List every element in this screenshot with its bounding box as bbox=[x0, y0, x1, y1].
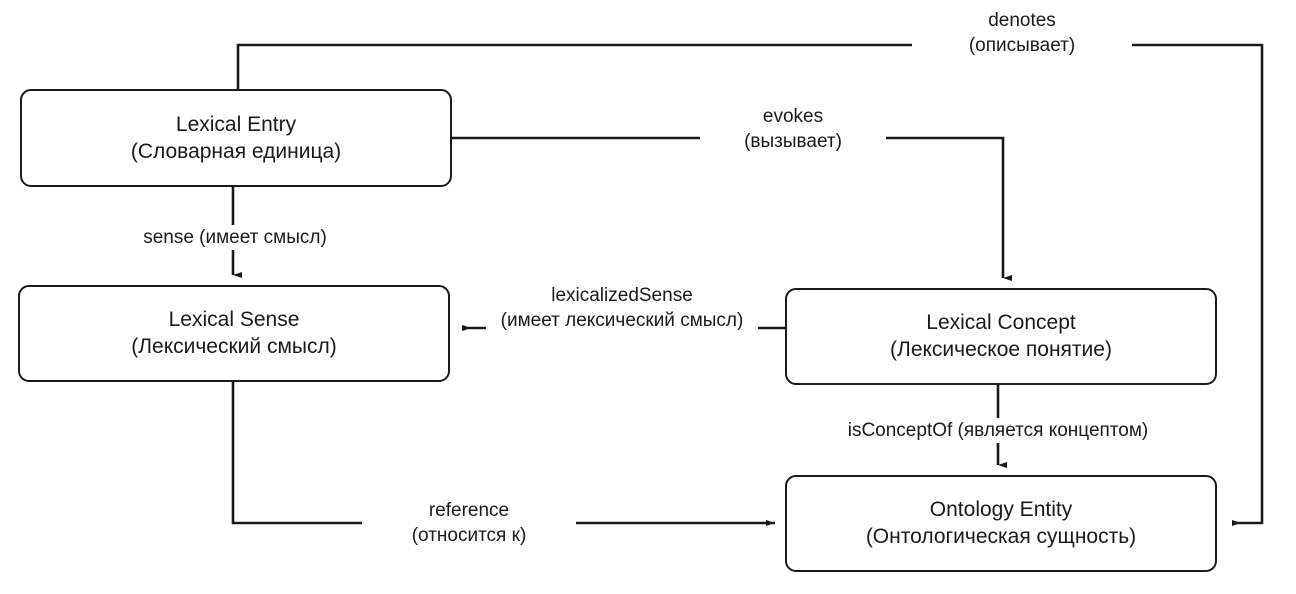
edge-label-denotes: denotes (описывает) bbox=[912, 8, 1132, 58]
node-lexical-concept[interactable]: Lexical Concept (Лексическое понятие) bbox=[785, 288, 1217, 385]
node-lexical-concept-label-en: Lexical Concept bbox=[926, 311, 1076, 334]
edge-evokes bbox=[452, 136, 1012, 281]
edge-label-lexicalized-sense-en: lexicalizedSense bbox=[551, 285, 693, 306]
edge-label-reference: reference (относится к) bbox=[362, 498, 576, 548]
edge-label-is-concept-of: isConceptOf (является концептом) bbox=[770, 418, 1226, 443]
node-ontology-entity-label-ru: (Онтологическая сущность) bbox=[865, 525, 1137, 548]
edge-label-reference-ru: (относится к) bbox=[411, 525, 527, 546]
edge-denotes bbox=[236, 43, 1264, 526]
node-lexical-sense-label-ru: (Лексический смысл) bbox=[131, 335, 337, 358]
node-lexical-sense-label-en: Lexical Sense bbox=[168, 308, 300, 331]
edge-label-sense: sense (имеет смысл) bbox=[90, 225, 380, 250]
edge-label-denotes-en: denotes bbox=[988, 10, 1056, 31]
edge-label-evokes-ru: (вызывает) bbox=[744, 131, 842, 152]
node-lexical-entry-label-en: Lexical Entry bbox=[175, 112, 297, 136]
node-lexical-concept-label-ru: (Лексическое понятие) bbox=[890, 338, 1112, 361]
edge-reference bbox=[231, 382, 775, 526]
edge-label-lexicalized-sense: lexicalizedSense (имеет лексический смыс… bbox=[486, 283, 758, 333]
edge-label-reference-en: reference bbox=[428, 500, 510, 521]
node-ontology-entity[interactable]: Ontology Entity (Онтологическая сущность… bbox=[785, 475, 1217, 572]
edge-label-evokes-en: evokes bbox=[762, 106, 824, 127]
edge-label-denotes-ru: (описывает) bbox=[968, 35, 1076, 56]
edge-label-lexicalized-sense-ru: (имеет лексический смысл) bbox=[500, 310, 744, 331]
node-lexical-sense[interactable]: Lexical Sense (Лексический смысл) bbox=[18, 285, 450, 382]
edge-label-is-concept-of-en: isConceptOf (является концептом) bbox=[847, 420, 1149, 441]
node-lexical-entry-label-ru: (Словарная единица) bbox=[130, 139, 342, 163]
node-lexical-entry[interactable]: Lexical Entry (Словарная единица) bbox=[20, 89, 452, 187]
edge-label-sense-en: sense (имеет смысл) bbox=[143, 227, 327, 248]
edge-label-evokes: evokes (вызывает) bbox=[700, 104, 886, 154]
node-ontology-entity-label-en: Ontology Entity bbox=[929, 498, 1073, 521]
